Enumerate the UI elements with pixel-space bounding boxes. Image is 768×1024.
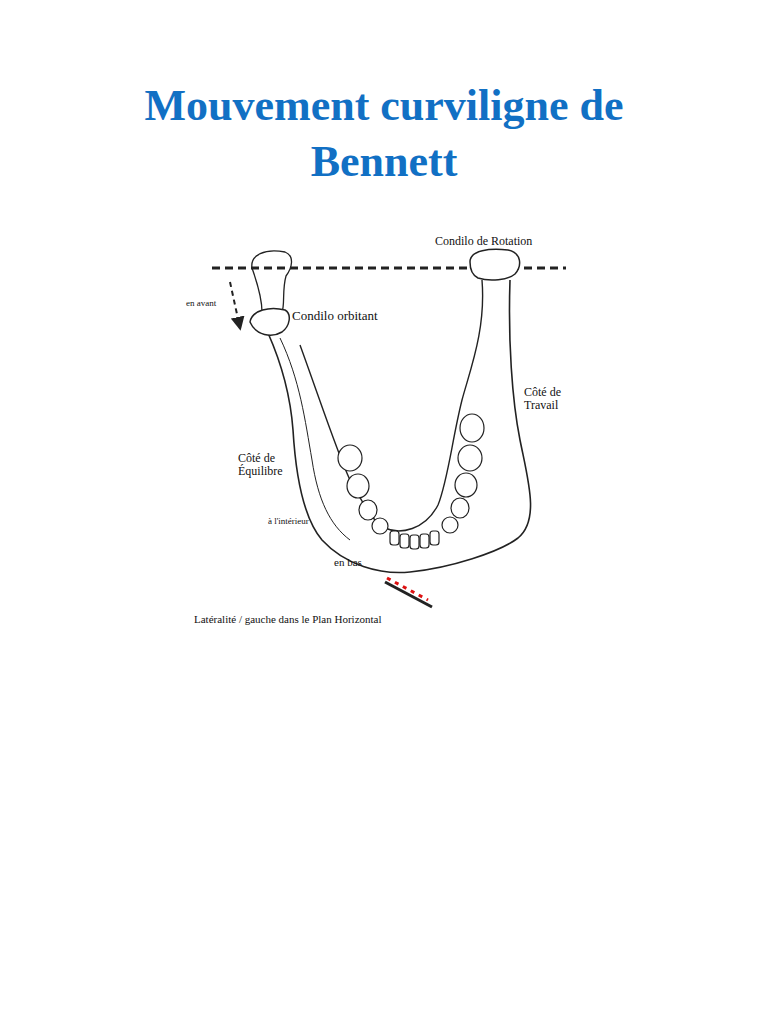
rotation-condyle [470, 249, 520, 280]
page-title: Mouvement curviligne de Bennett [104, 78, 664, 190]
initial-condyle [252, 251, 292, 312]
anatomy-label: Côté de Travail [524, 386, 576, 412]
anatomy-label: à l'intérieur [268, 517, 338, 527]
trace-line [385, 582, 432, 607]
anatomy-label: Latéralité / gauche dans le Plan Horizon… [194, 613, 514, 625]
ramus-line [280, 338, 350, 540]
movement-arrow [230, 282, 240, 328]
anatomy-label: Côté de Équilibre [238, 452, 290, 478]
trace-mark [387, 578, 428, 600]
anatomy-label: Condilo orbitant [292, 309, 432, 323]
mandible-outline [268, 280, 531, 573]
teeth [338, 414, 484, 549]
anatomy-label: en bas [334, 556, 394, 568]
anatomy-label: Condilo de Rotation [435, 235, 575, 248]
anatomy-label: en avant [186, 299, 246, 309]
orbiting-condyle [250, 309, 289, 336]
